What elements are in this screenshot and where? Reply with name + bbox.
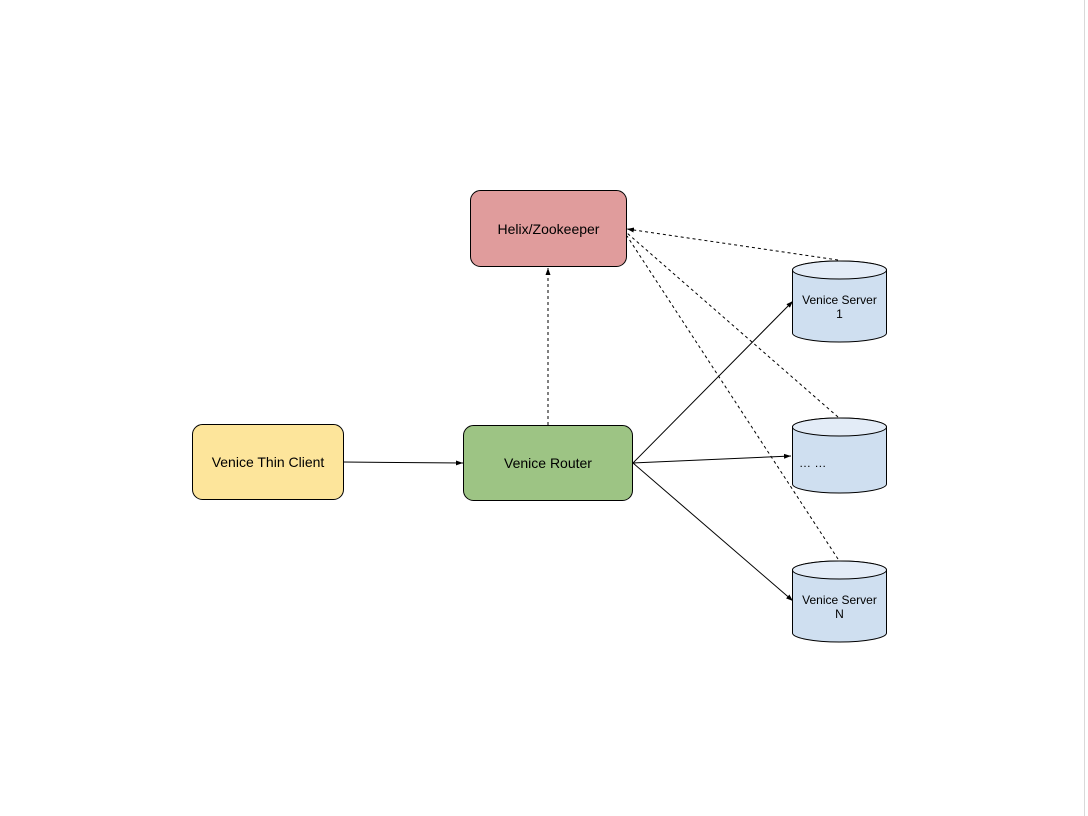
solid-edges (342, 300, 794, 602)
serverN-label-line2: N (835, 607, 844, 621)
node-venice-server-1: Venice Server 1 (792, 260, 887, 343)
edge-serverN-to-helix (626, 235, 839, 560)
page-edge-divider (1084, 0, 1085, 816)
server1-label-line2: 1 (836, 307, 843, 321)
servermid-label: … … (799, 456, 826, 470)
node-venice-server-ellipsis: … … (792, 417, 887, 494)
edge-client-to-router (342, 460, 464, 466)
node-venice-thin-client: Venice Thin Client (192, 424, 344, 500)
edge-servermid-to-helix (626, 232, 839, 418)
edge-router-to-serverN (632, 462, 794, 602)
router-label: Venice Router (504, 455, 592, 471)
server1-label-line1: Venice Server (802, 293, 877, 307)
node-venice-server-n: Venice Server N (792, 560, 887, 643)
dashed-edges (545, 227, 839, 560)
edge-router-to-server1 (632, 300, 794, 464)
node-helix-zookeeper: Helix/Zookeeper (470, 190, 627, 267)
edge-router-to-servermid (632, 453, 792, 464)
serverN-label-line1: Venice Server (802, 593, 877, 607)
edge-server1-to-helix (626, 227, 839, 261)
helix-label: Helix/Zookeeper (498, 221, 600, 237)
client-label: Venice Thin Client (212, 454, 325, 470)
node-venice-router: Venice Router (463, 425, 633, 501)
